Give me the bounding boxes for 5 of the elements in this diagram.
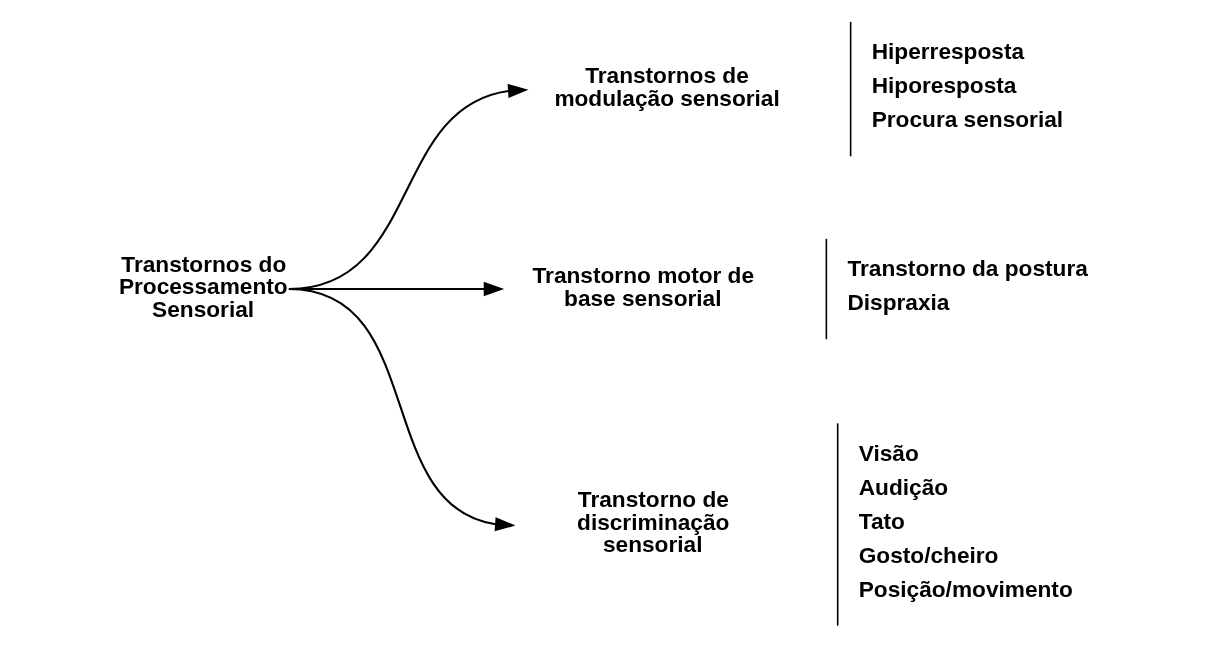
arrow xyxy=(288,287,516,532)
node-text: Transtorno de discriminação sensorial Visão Audição Tato Gosto/cheiro Posição/movimento xyxy=(577,439,1073,602)
node-text: Transtornos de modulação sensorial Hiperresposta Hiporesposta Procura sensorial xyxy=(554,38,1064,133)
node-text: Transtornos do Processamento Sensorial xyxy=(118,250,288,322)
node-text: Transtorno motor de base sensorial Transtorno da postura Dispraxia xyxy=(532,255,1088,316)
